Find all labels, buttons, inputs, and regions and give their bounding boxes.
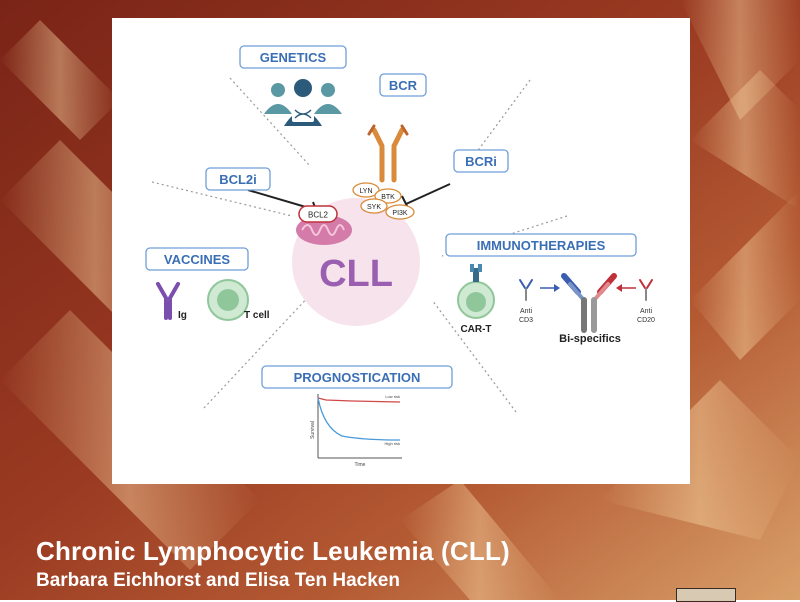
arrow-head-cd20 [616,284,622,292]
low-risk-label: Low risk [385,394,400,399]
t-cell-icon [207,279,249,321]
bcr-receptor-tips [367,124,409,136]
high-risk-label: High risk [384,441,400,446]
survival-chart: Low risk High risk Survival Time [310,394,402,468]
anti-cd3-label-line1: Anti [520,308,533,315]
bcl2-label: BCL2 [308,211,329,220]
anti-cd20-label-line2: CD20 [637,317,655,324]
cll-diagram: BCL2 CLL LYN BTK SYK PI3K [145,45,655,468]
survival-y-label: Survival [310,421,316,439]
car-t-label: CAR-T [460,324,491,335]
ig-label: Ig [178,310,187,321]
svg-text:BTK: BTK [381,194,395,201]
bispecific-antibody-icon [561,273,617,333]
anti-cd20-label-line1: Anti [640,308,653,315]
lyn-kinase: LYN [352,182,380,198]
cll-center-label: CLL [319,253,393,295]
people-dna-icon [264,79,342,126]
syk-kinase: SYK [360,198,388,214]
btk-kinase: BTK [374,188,402,204]
svg-text:LYN: LYN [359,188,372,195]
svg-text:PI3K: PI3K [392,210,408,217]
svg-text:PROGNOSTICATION: PROGNOSTICATION [294,370,421,385]
svg-text:SYK: SYK [367,204,381,211]
label-bcr: BCR [379,73,427,97]
book-authors: Barbara Eichhorst and Elisa Ten Hacken [36,570,400,591]
label-immunotherapies: IMMUNOTHERAPIES [445,233,637,257]
svg-text:VACCINES: VACCINES [164,252,231,267]
survival-x-label: Time [355,462,366,468]
label-bcl2i: BCL2i [205,167,271,191]
svg-text:GENETICS: GENETICS [260,50,327,65]
diagram-panel: BCL2 CLL LYN BTK SYK PI3K [112,18,690,484]
label-bcri: BCRi [453,149,509,173]
high-risk-curve [317,397,401,441]
svg-text:BCL2i: BCL2i [219,172,257,187]
bcl2-tag-box [298,205,338,223]
svg-text:IMMUNOTHERAPIES: IMMUNOTHERAPIES [477,238,606,253]
label-prognostication: PROGNOSTICATION [261,365,453,389]
bcr-receptor-icon [371,127,405,183]
anti-cd3-antibody-icon [519,279,533,301]
pi3k-kinase: PI3K [385,204,415,220]
car-t-cell-icon [457,264,495,319]
book-title: Chronic Lymphocytic Leukemia (CLL) [36,536,510,566]
low-risk-curve [317,397,401,403]
svg-text:BCRi: BCRi [465,154,497,169]
bispecifics-label: Bi-specifics [559,333,621,345]
ig-antibody-icon [156,282,180,320]
arrow-head-cd3 [554,284,560,292]
anti-cd3-label-line2: CD3 [519,317,533,324]
label-genetics: GENETICS [239,45,347,69]
svg-text:BCR: BCR [389,78,418,93]
label-vaccines: VACCINES [145,247,249,271]
t-cell-label: T cell [244,310,270,321]
anti-cd20-antibody-icon [639,279,653,301]
